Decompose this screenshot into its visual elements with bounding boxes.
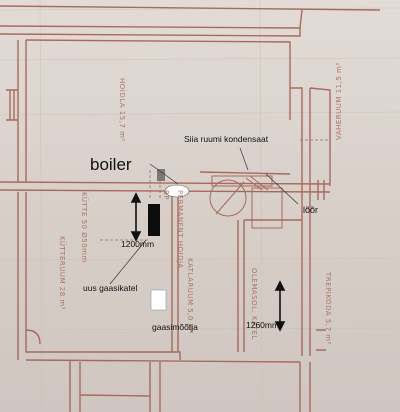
pipe-label-kuttele: KÜTTE 50 Ø50mm [80, 192, 88, 263]
room-label-hoidla: HOIDLA 15,7 m² [118, 78, 126, 142]
pipe-lines [100, 139, 330, 241]
gas-meter-block [150, 289, 167, 311]
annotation-boiler: boiler [90, 155, 132, 174]
annotation-loor: lõõr [303, 205, 319, 215]
dim-arrow-1200 [130, 192, 142, 242]
room-label-trepikoda: TREPIKODA 5,7 m² [324, 272, 332, 345]
annotation-dim-1200: 1200mm [121, 239, 155, 249]
annotation-kondensaat: Siia ruumi kondensaat [184, 134, 269, 144]
room-label-vaherum: VAHERUUM 11,5 m² [335, 62, 343, 140]
annotation-uus-gaasikatel: uus gaasikatel [83, 283, 138, 293]
bp-marker [157, 169, 165, 181]
boiler-oval-marker [164, 184, 190, 198]
dim-arrow-1260 [274, 280, 286, 332]
annotation-gaasimootja: gaasimõõtja [152, 322, 198, 332]
leader-lines [109, 147, 299, 285]
new-gas-boiler-block [148, 204, 160, 236]
existing-boiler-sketch [209, 175, 283, 229]
room-label-permanent: PERMANENT HOIDJA [176, 190, 184, 269]
pipe-label-bp: BP [162, 190, 170, 201]
annotation-dim-1260: 1260mm [246, 320, 280, 330]
wall-lines [0, 5, 381, 412]
room-label-kutteruum: KÜTTERUUM 28 m² [58, 236, 66, 311]
